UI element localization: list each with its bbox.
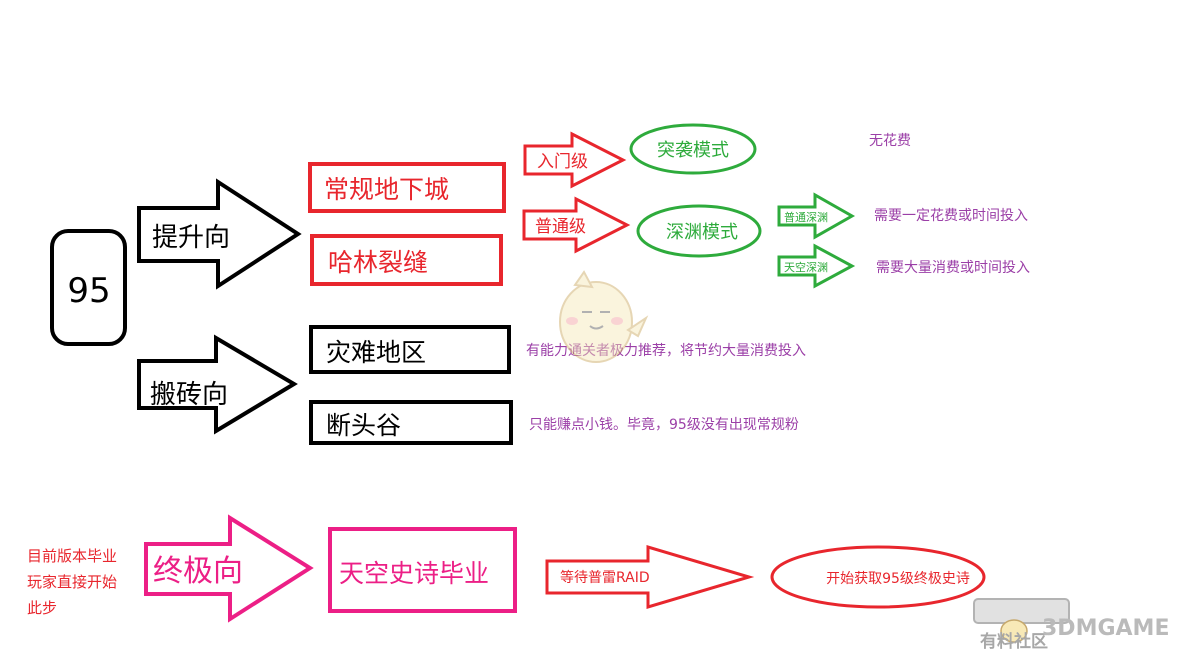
mode-raid-label: 突袭模式 — [657, 140, 729, 161]
branch-label-upgrade: 提升向 — [152, 223, 230, 253]
watermark-community: 有料社区 — [980, 631, 1048, 651]
branch-arrow-farm — [137, 334, 298, 435]
watermark-brand: 3DMGAME — [1042, 616, 1169, 641]
branch-label-ultimate: 终极向 — [153, 554, 243, 589]
box-valley — [309, 400, 513, 445]
box-dungeon — [308, 162, 506, 213]
branch-label-farm: 搬砖向 — [150, 380, 228, 410]
note-ultimate-line-1: 目前版本毕业 — [27, 547, 117, 565]
mode-abyss — [636, 204, 762, 258]
box-disaster-label: 灾难地区 — [326, 338, 426, 367]
abyss-label-normal: 普通深渊 — [784, 210, 828, 224]
box-sky — [328, 527, 517, 613]
final-node-label: 开始获取95级终极史诗 — [826, 571, 970, 587]
level-arrow-entry — [523, 131, 627, 189]
note-valley: 只能赚点小钱。毕竟，95级没有出现常规粉 — [529, 417, 799, 433]
abyss-label-sky: 天空深渊 — [784, 260, 828, 274]
root-label: 95 — [67, 271, 110, 311]
abyss-arrow-normal — [777, 192, 856, 240]
box-sky-label: 天空史诗毕业 — [339, 559, 489, 588]
note-big-cost: 需要大量消费或时间投入 — [876, 260, 1030, 276]
level-arrow-raid — [545, 544, 755, 610]
note-no-cost: 无花费 — [869, 133, 911, 149]
note-disaster: 有能力通关者极力推荐，将节约大量消费投入 — [526, 343, 806, 359]
box-disaster — [309, 325, 511, 374]
branch-arrow-ultimate — [144, 514, 314, 623]
level-label-entry: 入门级 — [537, 152, 588, 172]
mode-raid — [629, 123, 757, 175]
watermark-mascot-icon — [1000, 619, 1028, 643]
level-label-normal: 普通级 — [535, 217, 586, 237]
box-halin — [310, 234, 503, 286]
box-valley-label: 断头谷 — [326, 411, 401, 440]
level-arrow-normal — [522, 196, 631, 254]
mode-abyss-label: 深渊模式 — [666, 222, 738, 243]
note-ultimate-line-2: 玩家直接开始 — [27, 573, 117, 591]
abyss-arrow-sky — [777, 243, 856, 289]
final-node — [770, 545, 986, 609]
watermark-logo: 有料社区 3DMGAME — [973, 598, 1169, 651]
note-ultimate-line-3: 此步 — [27, 599, 57, 617]
mascot-illustration — [559, 270, 649, 363]
branch-arrow-upgrade — [137, 178, 302, 290]
box-dungeon-label: 常规地下城 — [324, 175, 449, 204]
note-some-cost: 需要一定花费或时间投入 — [874, 208, 1028, 224]
root-node — [50, 229, 127, 346]
box-halin-label: 哈林裂缝 — [328, 248, 428, 277]
level-label-raid: 等待普雷RAID — [560, 569, 650, 586]
